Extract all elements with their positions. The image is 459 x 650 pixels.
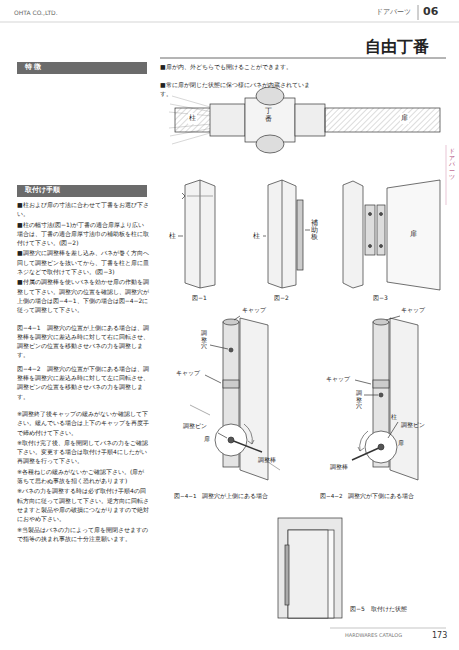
section-bar: 取付け手順	[17, 185, 147, 197]
part-label: 柱	[253, 231, 260, 242]
section-bar: 特 徴	[17, 62, 147, 74]
step-text: ■柱および扉の寸法に合わせて丁番をお選び下さい。	[17, 200, 149, 219]
top-view-hinge	[169, 87, 440, 153]
part-label: 調整棒	[258, 455, 276, 464]
figure-number: 図−1	[192, 293, 207, 302]
figure-number: 図−3	[373, 293, 388, 302]
part-label: 丁番	[265, 108, 272, 123]
part-label: 補助板	[311, 220, 318, 241]
part-label: 扉	[204, 434, 210, 443]
part-label: キャップ	[242, 305, 266, 314]
figure-4-1	[190, 316, 280, 480]
part-label: 調整棒	[330, 462, 348, 471]
caution-note: ※調整終了後キャップの緩みがないか確認して下さい。緩んでいる場合は上下のキャップ…	[17, 409, 149, 437]
figure-1	[178, 180, 215, 288]
adjust-note: 図−4−2 調整穴の位置が下側にある場合は、調整棒を調整穴に差込み時に対して左に…	[17, 364, 149, 401]
caution-note: ※バネの力を調整する時は必ず取付け手順4の回転方向に従って調整して下さい。逆方向…	[17, 486, 149, 523]
figure-caption: 図−4−1 調整穴が上側にある場合	[174, 492, 304, 500]
feature-text: ■常に扉が閉じた状態に保つ様にバネが内蔵されています。	[160, 80, 310, 98]
page-number: 173	[432, 630, 447, 642]
caution-note: ※当製品はバネの力によって扉を開閉させますので指等の挟まれ事故に十分注意願います…	[17, 525, 149, 544]
section-heading: 特 徴	[25, 63, 139, 73]
part-label: 扉	[400, 113, 409, 124]
figure-caption: 図−4−2 調整穴が下側にある場合	[320, 492, 450, 500]
step-text: ■調整穴に調整棒を差し込み、バネが巻く方向へ回して調整ピンを抜いてから、丁番を柱…	[17, 248, 149, 276]
part-label: キャップ	[401, 305, 425, 314]
figure-number: 図−2	[274, 293, 289, 302]
part-label: 柱	[391, 412, 397, 421]
figure-3	[343, 180, 440, 290]
header-rule	[0, 5, 459, 58]
part-label: 柱	[188, 113, 197, 124]
figure-4-2	[352, 316, 418, 480]
side-tab	[446, 145, 447, 205]
company-name: OHTA CO.,LTD.	[14, 8, 58, 17]
step-text: ■付属の調整棒を使いバネを効かせ扉の作動を調整して下さい。調整穴の位置を確認し、…	[17, 277, 149, 314]
step-text: ■柱の幅寸法(図−1)が丁番の適合扉厚より広い場合は、丁番の適合扉厚寸法巾の補助…	[17, 220, 149, 248]
feature-text: ■扉が内、外どちらでも開けることができます。	[160, 62, 310, 71]
section-heading: 取付け手順	[25, 186, 139, 196]
part-label: 調整穴	[356, 390, 362, 410]
figure-caption: 図−5 取付けた状態	[350, 604, 407, 613]
part-label: キャップ	[326, 374, 350, 383]
caution-note: ※取付け完了後、扉を開閉してバネの力をご確認下さい。変更する場合は取付け手順4に…	[17, 438, 149, 466]
part-label: 扉	[410, 229, 417, 240]
page-title: 自由丁番	[365, 35, 429, 59]
figure-2	[263, 180, 310, 288]
catalog-name: HARDWARES CATALOG	[345, 632, 402, 640]
part-label: 扉	[398, 438, 404, 447]
part-label: キャップ	[176, 368, 200, 377]
adjust-note: 図−4−1 調整穴の位置が上側にある場合は、調整棒を調整穴に差込み時に対して右に…	[17, 323, 149, 360]
footer-rule	[330, 628, 446, 629]
caution-note: ※各種ねじの緩みがないかご確認下さい。(扉が落ちて思わぬ事故を招く恐れがあります…	[17, 467, 149, 486]
instruction-column: ■柱および扉の寸法に合わせて丁番をお選び下さい。■柱の幅寸法(図−1)が丁番の適…	[17, 200, 149, 543]
part-label: 調整ピン	[401, 420, 425, 429]
part-label: 調整ピン	[183, 421, 207, 430]
side-tab-label: ドアパーツ	[449, 148, 455, 181]
part-label: 調整穴	[201, 330, 207, 350]
page-section-number: 06	[423, 4, 438, 21]
category-name: ドアパーツ	[376, 7, 411, 18]
part-label: 柱	[169, 231, 176, 242]
figure-5	[278, 518, 342, 618]
